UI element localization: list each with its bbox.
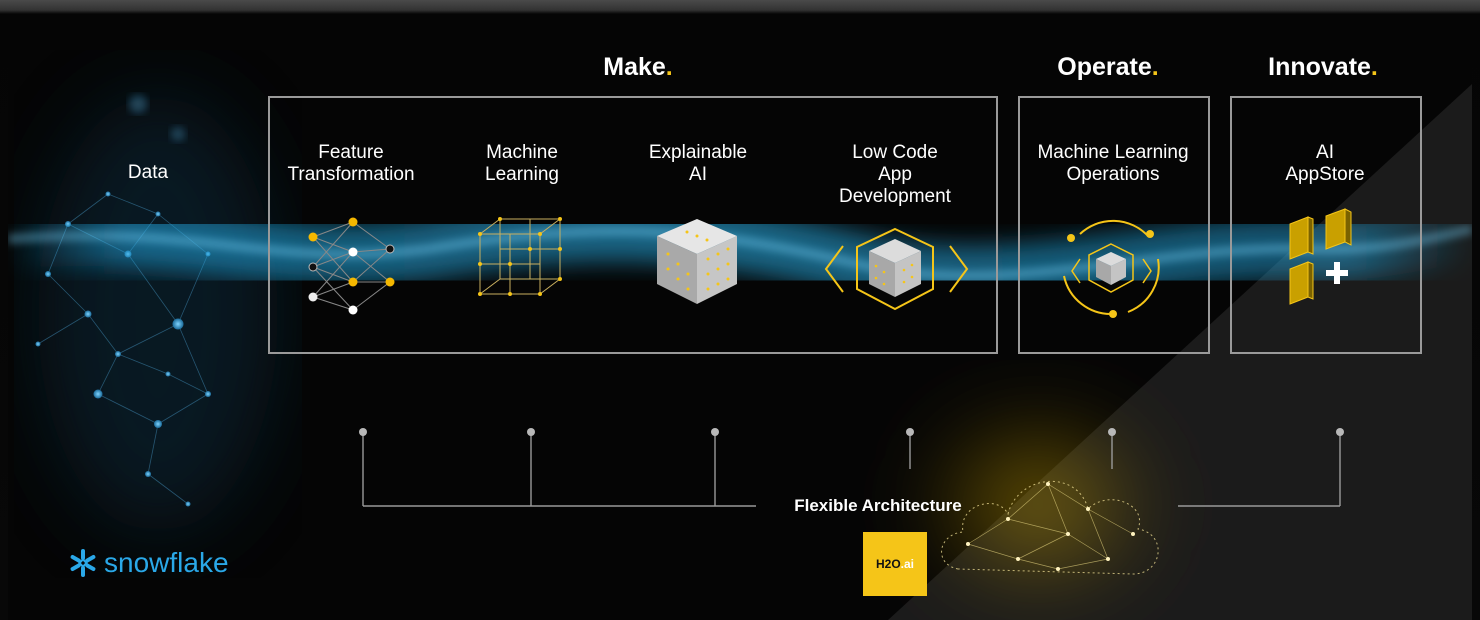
- data-label: Data: [127, 162, 169, 183]
- operate-box: [1018, 96, 1210, 354]
- appstore-blocks-icon: [1289, 208, 1352, 305]
- heading-operate: Operate.: [1057, 53, 1159, 81]
- snowflake-logo: snowflake: [68, 546, 229, 580]
- code-cube-icon: [824, 227, 969, 311]
- heading-make: Make.: [603, 53, 673, 81]
- glowing-cube-icon: [657, 219, 737, 304]
- make-box: [268, 96, 998, 354]
- flexible-architecture-label: Flexible Architecture: [794, 496, 962, 515]
- innovate-box: [1230, 96, 1422, 354]
- wireframe-cube-icon: [478, 217, 562, 296]
- neural-network-icon: [308, 217, 395, 315]
- snowflake-icon: [70, 549, 96, 577]
- h2o-logo: H2O.ai: [863, 532, 927, 596]
- cloud-network-icon: [941, 481, 1159, 575]
- rotating-cube-icon: [1063, 219, 1160, 318]
- architecture-connectors: [362, 432, 1341, 507]
- data-particles: [35, 94, 278, 534]
- snowflake-wordmark: snowflake: [104, 547, 229, 578]
- heading-innovate: Innovate.: [1268, 53, 1378, 81]
